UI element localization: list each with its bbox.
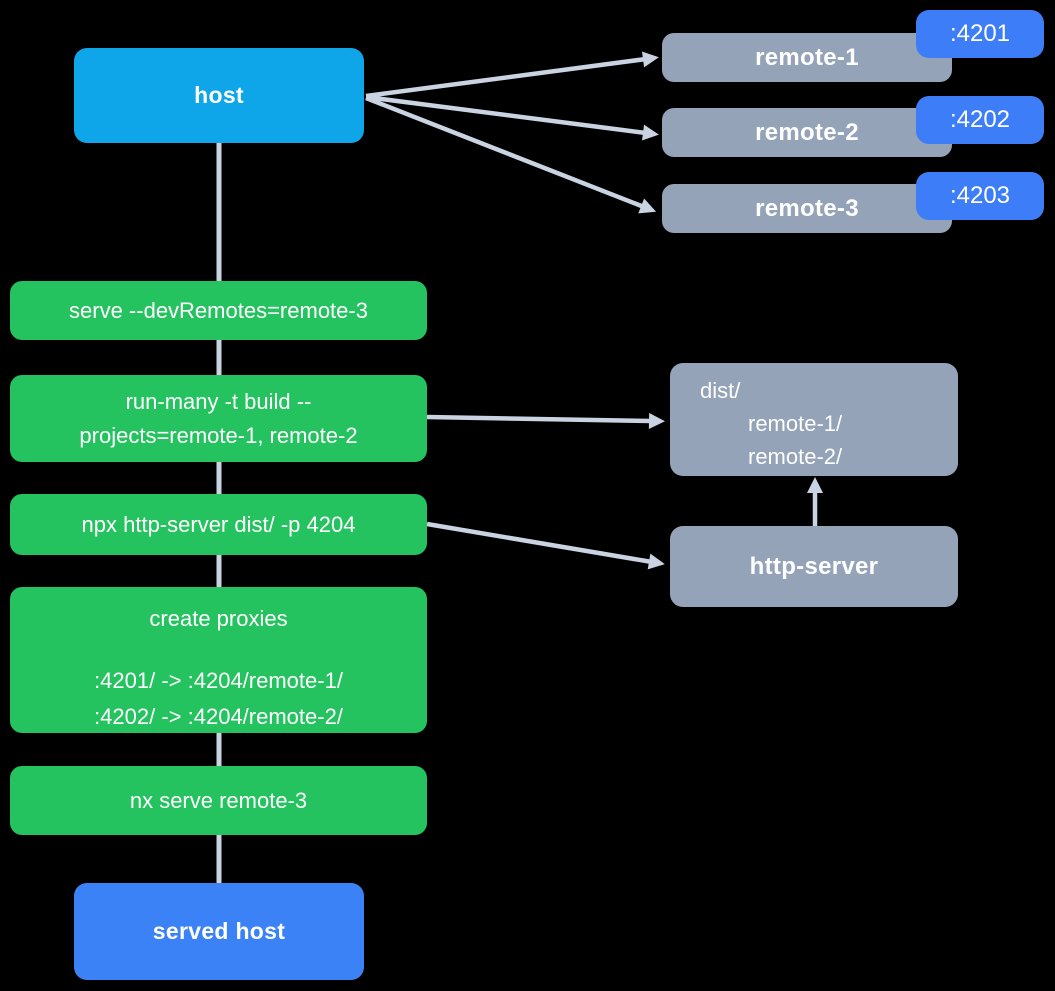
node-remote-1: remote-1: [662, 33, 952, 82]
step-nx-serve-remote-3-text: nx serve remote-3: [129, 788, 308, 813]
port-badge-4202: :4202: [916, 96, 1044, 144]
step-nx-serve-remote-3: nx serve remote-3: [10, 766, 427, 835]
dist-folder-remote-2: remote-2/: [748, 444, 843, 469]
node-http-server-label: http-server: [749, 552, 879, 580]
node-remote-1-label: remote-1: [755, 43, 859, 71]
step-run-many-build: run-many -t build -- projects=remote-1, …: [10, 375, 427, 462]
step-create-proxies-rule-1: :4201/ -> :4204/remote-1/: [94, 668, 343, 693]
arrow-build-to-dist: [426, 412, 665, 429]
node-host-label: host: [194, 82, 244, 109]
step-run-many-build-line-2: projects=remote-1, remote-2: [79, 422, 358, 448]
node-remote-3: remote-3: [662, 184, 952, 233]
step-create-proxies-rule-2: :4202/ -> :4204/remote-2/: [94, 704, 343, 729]
arrow-host-to-remote-1: [365, 51, 659, 99]
port-badge-4201-label: :4201: [949, 20, 1011, 47]
arrow-host-to-remote-3: [365, 95, 657, 214]
step-run-many-build-line-1: run-many -t build --: [125, 388, 312, 414]
step-serve-dev-remotes-text: serve --devRemotes=remote-3: [69, 298, 368, 323]
node-remote-3-label: remote-3: [755, 194, 859, 222]
step-create-proxies: create proxies :4201/ -> :4204/remote-1/…: [10, 587, 427, 733]
arrow-command-to-http-server: [426, 521, 665, 570]
node-http-server: http-server: [670, 526, 958, 607]
node-remote-2: remote-2: [662, 108, 952, 157]
port-badge-4201: :4201: [916, 10, 1044, 58]
node-remote-2-label: remote-2: [755, 118, 859, 146]
port-badge-4202-label: :4202: [949, 106, 1011, 133]
step-npx-http-server: npx http-server dist/ -p 4204: [10, 494, 427, 555]
step-serve-dev-remotes: serve --devRemotes=remote-3: [10, 281, 427, 340]
dist-folder-remote-1: remote-1/: [748, 411, 843, 436]
port-badge-4203-label: :4203: [949, 182, 1011, 209]
node-served-host-label: served host: [152, 918, 286, 945]
step-npx-http-server-text: npx http-server dist/ -p 4204: [81, 512, 356, 537]
dist-folder-root: dist/: [700, 378, 741, 403]
node-dist-folder: dist/ remote-1/ remote-2/: [670, 363, 958, 476]
node-host: host: [74, 48, 364, 143]
port-badge-4203: :4203: [916, 172, 1044, 220]
step-create-proxies-title: create proxies: [149, 606, 288, 631]
node-served-host: served host: [74, 883, 364, 980]
arrow-host-to-remote-2: [365, 94, 659, 141]
